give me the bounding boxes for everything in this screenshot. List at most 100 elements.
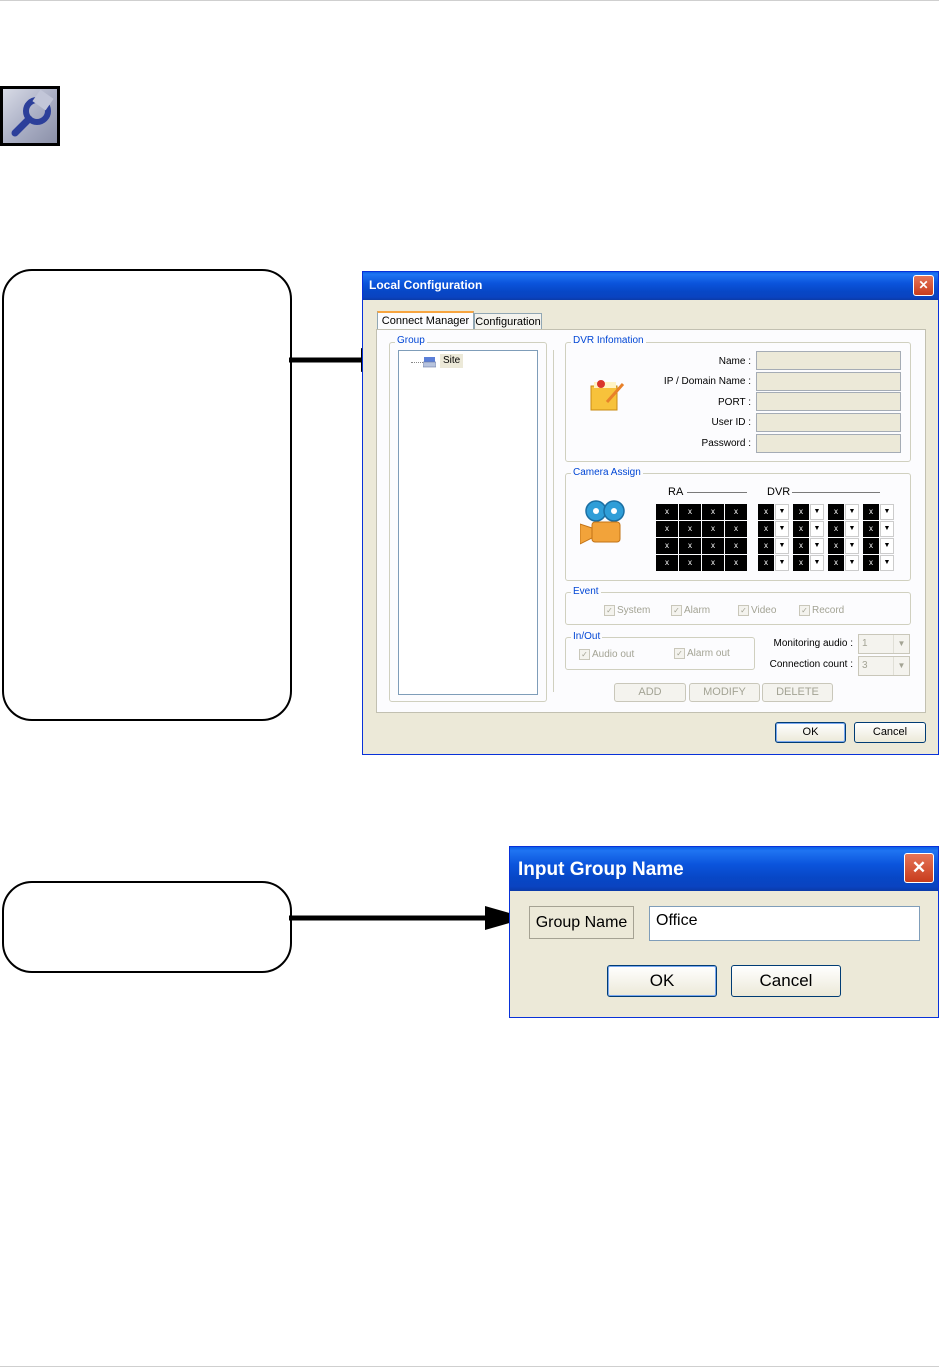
chevron-down-icon[interactable]: ▼: [775, 538, 789, 554]
dvr-channel-cell[interactable]: x: [758, 521, 774, 537]
chevron-down-icon[interactable]: ▼: [845, 555, 859, 571]
dvr-channel-cell[interactable]: x: [863, 555, 879, 571]
group-name-label: Group Name: [535, 914, 628, 931]
chevron-down-icon[interactable]: ▼: [845, 521, 859, 537]
ra-channel-cell[interactable]: x: [656, 504, 678, 520]
ra-channel-cell[interactable]: x: [725, 504, 747, 520]
port-field[interactable]: [756, 392, 901, 411]
title-bar: Local Configuration ✕: [363, 272, 938, 300]
label-password: Password :: [701, 438, 751, 449]
dvr-channel-cell[interactable]: x: [863, 538, 879, 554]
ra-channel-cell[interactable]: x: [679, 521, 701, 537]
ra-channel-cell[interactable]: x: [702, 521, 724, 537]
callout-box-2: [2, 881, 292, 973]
bottom-rule: [0, 1366, 939, 1367]
close-button[interactable]: ✕: [913, 275, 934, 296]
tab-connect-manager[interactable]: Connect Manager: [377, 311, 474, 330]
name-field[interactable]: [756, 351, 901, 370]
chevron-down-icon[interactable]: ▼: [880, 521, 894, 537]
chevron-down-icon[interactable]: ▼: [810, 521, 824, 537]
dvr-channel-cell[interactable]: x: [793, 555, 809, 571]
tree-connector: [411, 362, 425, 363]
dvr-channel-cell[interactable]: x: [758, 555, 774, 571]
chevron-down-icon[interactable]: ▼: [845, 504, 859, 520]
ra-channel-cell[interactable]: x: [725, 538, 747, 554]
ok-button[interactable]: OK: [607, 965, 717, 997]
connect-manager-panel: Group Site DVR Infomation Name :: [376, 329, 926, 713]
chevron-down-icon[interactable]: ▼: [775, 521, 789, 537]
checkbox-system[interactable]: ✓System: [604, 605, 650, 617]
checkbox-audio-out[interactable]: ✓Audio out: [579, 649, 634, 661]
ra-channel-cell[interactable]: x: [702, 504, 724, 520]
checkbox-alarm[interactable]: ✓Alarm: [671, 605, 710, 617]
chevron-down-icon[interactable]: ▼: [775, 504, 789, 520]
dvr-channel-cell[interactable]: x: [793, 521, 809, 537]
checkbox-record[interactable]: ✓Record: [799, 605, 844, 617]
ra-channel-cell[interactable]: x: [656, 521, 678, 537]
ra-channel-cell[interactable]: x: [656, 555, 678, 571]
tree-item-site[interactable]: Site: [440, 354, 464, 368]
dvr-channel-cell[interactable]: x: [863, 504, 879, 520]
chevron-down-icon[interactable]: ▼: [845, 538, 859, 554]
checkbox-mark-icon: ✓: [604, 605, 615, 616]
chevron-down-icon[interactable]: ▼: [880, 504, 894, 520]
chevron-down-icon[interactable]: ▼: [880, 555, 894, 571]
checkbox-video[interactable]: ✓Video: [738, 605, 776, 617]
camera-projector-icon: [579, 498, 632, 557]
ra-channel-cell[interactable]: x: [679, 538, 701, 554]
dvr-info-legend: DVR Infomation: [571, 335, 646, 347]
chevron-down-icon[interactable]: ▼: [880, 538, 894, 554]
ra-channel-cell[interactable]: x: [725, 521, 747, 537]
chevron-down-icon[interactable]: ▼: [810, 555, 824, 571]
dvr-channel-cell[interactable]: x: [863, 521, 879, 537]
checkbox-mark-icon: ✓: [738, 605, 749, 616]
delete-button[interactable]: DELETE: [762, 683, 833, 702]
chevron-down-icon[interactable]: ▼: [775, 555, 789, 571]
ip-domain-field[interactable]: [756, 372, 901, 391]
checkbox-mark-icon: ✓: [671, 605, 682, 616]
dvr-channel-cell[interactable]: x: [793, 504, 809, 520]
ra-channel-cell[interactable]: x: [725, 555, 747, 571]
dvr-channel-cell[interactable]: x: [828, 555, 844, 571]
connection-count-label: Connection count :: [769, 659, 853, 670]
dvr-channel-cell[interactable]: x: [828, 521, 844, 537]
dvr-channel-cell[interactable]: x: [758, 504, 774, 520]
dvr-rule: [792, 492, 880, 493]
cancel-button[interactable]: Cancel: [854, 722, 926, 743]
dvr-channel-cell[interactable]: x: [828, 504, 844, 520]
cancel-button[interactable]: Cancel: [731, 965, 841, 997]
dvr-label: DVR: [767, 486, 791, 498]
chevron-down-icon[interactable]: ▼: [810, 504, 824, 520]
camera-assign-legend: Camera Assign: [571, 467, 643, 479]
group-tree[interactable]: Site: [398, 350, 538, 695]
user-id-field[interactable]: [756, 413, 901, 432]
close-button[interactable]: ✕: [904, 853, 934, 883]
callout-box-1: [2, 269, 292, 721]
group-name-input[interactable]: Office: [649, 906, 920, 941]
checkbox-alarm-out[interactable]: ✓Alarm out: [674, 648, 730, 660]
group-legend: Group: [395, 335, 427, 347]
monitoring-audio-select[interactable]: 1 ▼: [858, 634, 910, 654]
ra-rule: [687, 492, 747, 493]
ra-channel-cell[interactable]: x: [702, 538, 724, 554]
dvr-channel-cell[interactable]: x: [758, 538, 774, 554]
add-button[interactable]: ADD: [614, 683, 686, 702]
chevron-down-icon[interactable]: ▼: [810, 538, 824, 554]
ra-channel-cell[interactable]: x: [679, 555, 701, 571]
dvr-channel-cell[interactable]: x: [793, 538, 809, 554]
modify-button[interactable]: MODIFY: [689, 683, 760, 702]
checkbox-mark-icon: ✓: [674, 648, 685, 659]
ra-channel-cell[interactable]: x: [679, 504, 701, 520]
ok-button[interactable]: OK: [775, 722, 846, 743]
checkbox-mark-icon: ✓: [579, 649, 590, 660]
close-icon: ✕: [918, 278, 929, 292]
ra-channel-cell[interactable]: x: [702, 555, 724, 571]
dvr-channel-cell[interactable]: x: [828, 538, 844, 554]
checkbox-mark-icon: ✓: [799, 605, 810, 616]
connection-count-select[interactable]: 3 ▼: [858, 656, 910, 676]
tab-configuration[interactable]: Configuration: [474, 313, 542, 330]
top-rule: [0, 0, 939, 1]
ra-channel-cell[interactable]: x: [656, 538, 678, 554]
inout-legend: In/Out: [571, 631, 603, 643]
password-field[interactable]: [756, 434, 901, 453]
